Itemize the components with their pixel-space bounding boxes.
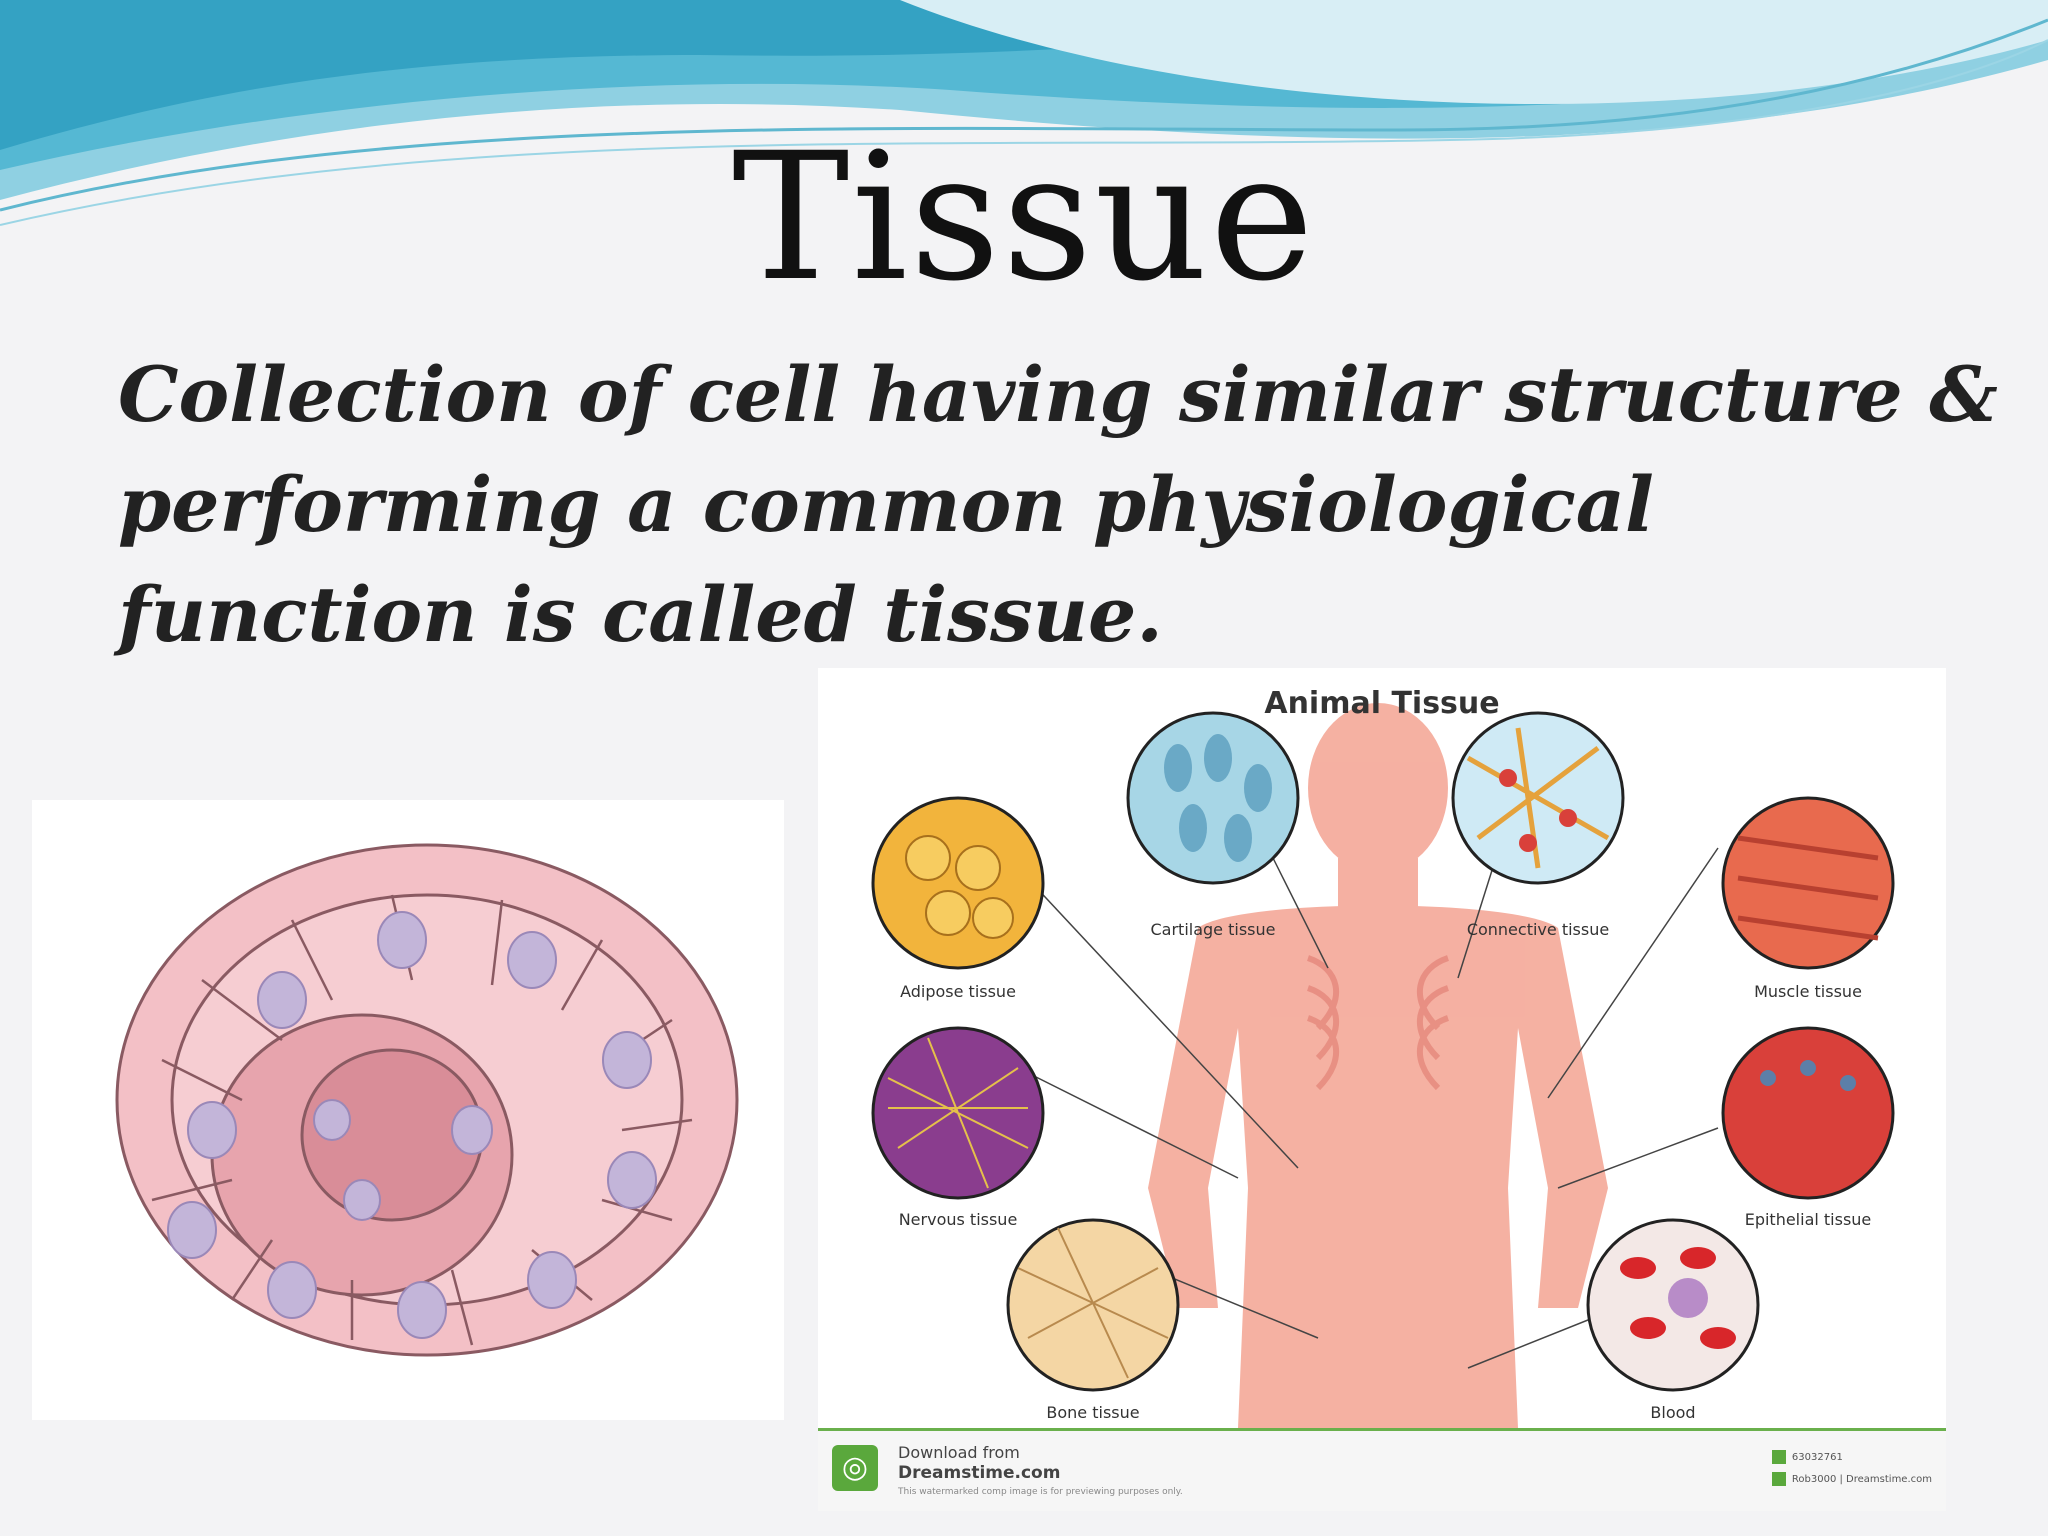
definition-line-1: Collection of cell having similar struct… (118, 350, 1998, 439)
label-nervous: Nervous tissue (898, 1210, 1018, 1229)
label-epithelial: Epithelial tissue (1744, 1210, 1872, 1229)
animal-tissue-diagram: Animal Tissue Cartilage tissue Connectiv… (818, 668, 1946, 1511)
epithelial-tissue-circle (1721, 1026, 1895, 1200)
download-site: Dreamstime.com (898, 1463, 1061, 1483)
label-cartilage: Cartilage tissue (1150, 920, 1276, 939)
dreamstime-logo-icon: ◎ (832, 1445, 878, 1491)
download-text: Download from Dreamstime.com (898, 1443, 1060, 1483)
diagram-title: Animal Tissue (1264, 686, 1500, 721)
image-credits: 63032761 Rob3000 | Dreamstime.com (1771, 1447, 1932, 1491)
adipose-tissue-circle (871, 796, 1045, 970)
download-line: Download from (898, 1443, 1020, 1462)
definition-line-2: performing a common physiological (118, 460, 1654, 549)
epithelial-tube-illustration (32, 800, 784, 1420)
header-wave-decoration (0, 0, 2048, 226)
label-blood: Blood (1650, 1403, 1696, 1422)
label-connective: Connective tissue (1466, 920, 1610, 939)
muscle-tissue-circle (1721, 796, 1895, 970)
image-id: 63032761 (1791, 1452, 1843, 1463)
image-author: Rob3000 | Dreamstime.com (1791, 1474, 1932, 1485)
watermark-fine-print: This watermarked comp image is for previ… (898, 1487, 1183, 1497)
id-icon (1771, 1450, 1786, 1464)
label-bone: Bone tissue (1046, 1403, 1140, 1422)
definition-line-3: function is called tissue. (118, 570, 1163, 659)
slide-title: Tissue (732, 115, 1316, 320)
label-muscle: Muscle tissue (1754, 982, 1862, 1001)
definition-text: Collection of cell having similar struct… (118, 340, 2018, 670)
author-icon (1771, 1472, 1786, 1486)
human-body-silhouette (1148, 703, 1608, 1428)
watermark-footer: ◎ Download from Dreamstime.com This wate… (818, 1428, 1946, 1511)
label-adipose: Adipose tissue (900, 982, 1016, 1001)
